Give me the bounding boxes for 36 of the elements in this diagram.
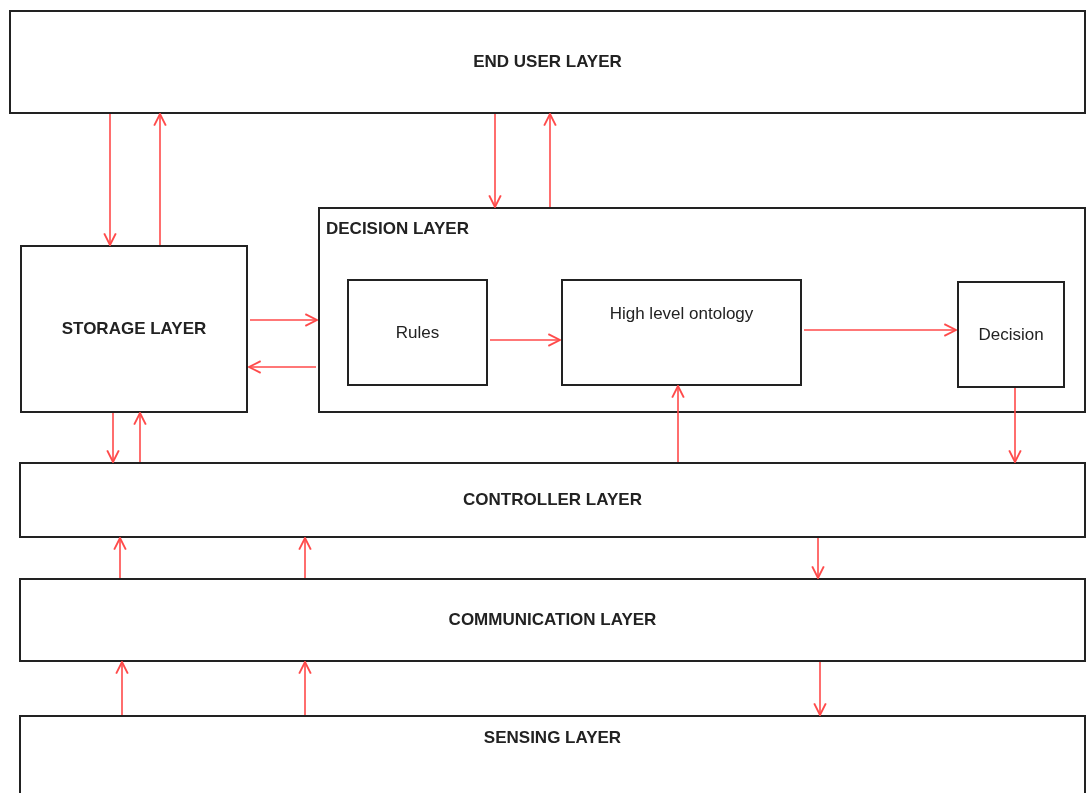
arrow	[106, 412, 120, 463]
arrow	[133, 412, 147, 463]
layer-title: END USER LAYER	[473, 52, 622, 72]
arrow	[489, 333, 561, 347]
arrow	[1008, 387, 1022, 463]
arrow	[298, 661, 312, 716]
arrow	[488, 113, 502, 208]
layer-box	[19, 462, 1086, 538]
process-box	[561, 279, 802, 386]
arrow	[298, 537, 312, 579]
arrow	[113, 537, 127, 579]
arrow	[671, 385, 685, 463]
arrow	[543, 113, 557, 208]
box-label: Rules	[395, 322, 440, 343]
layer-title: CONTROLLER LAYER	[463, 490, 642, 510]
arrow	[803, 323, 957, 337]
layer-title: COMMUNICATION LAYER	[448, 610, 657, 630]
layer-title: DECISION LAYER	[326, 219, 469, 239]
box-label: Decision	[978, 324, 1044, 345]
arrow	[153, 113, 167, 246]
arrow	[115, 661, 129, 716]
arrow	[811, 537, 825, 579]
layer-box	[20, 245, 248, 413]
arrow	[248, 360, 317, 374]
layer-container	[318, 207, 1086, 413]
layer-box	[19, 715, 1086, 793]
process-box	[347, 279, 488, 386]
arrow	[813, 661, 827, 716]
layer-title: STORAGE LAYER	[61, 319, 207, 339]
layer-box	[19, 578, 1086, 662]
arrow	[103, 113, 117, 246]
box-label: High level ontology	[609, 303, 754, 324]
process-box	[957, 281, 1065, 388]
layer-box	[9, 10, 1086, 114]
layer-title: SENSING LAYER	[483, 727, 622, 748]
arrow	[249, 313, 318, 327]
